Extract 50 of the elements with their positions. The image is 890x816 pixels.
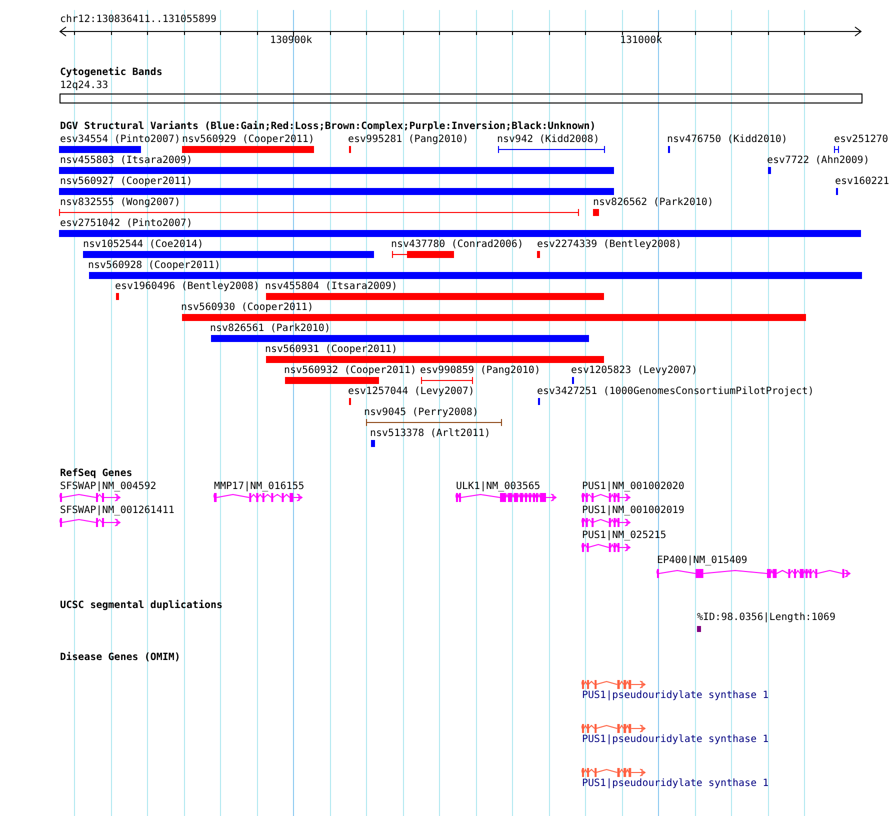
variant-label: esv1205823 (Levy2007): [571, 364, 698, 377]
variant-label: nsv1052544 (Coe2014): [83, 238, 204, 251]
track-title: Cytogenetic Bands: [60, 66, 162, 79]
variant-label: nsv560932 (Cooper2011): [284, 364, 416, 377]
track-title: Disease Genes (OMIM): [60, 651, 180, 664]
variant-label: esv2274339 (Bentley2008): [537, 238, 682, 251]
variant-label: nsv560930 (Cooper2011): [181, 301, 314, 314]
variant-label: esv1257044 (Levy2007): [348, 385, 474, 398]
variant-label: nsv560927 (Cooper2011): [60, 175, 192, 188]
track-title: DGV Structural Variants (Blue:Gain;Red:Loss;Brown:Complex;Purple:Inversion;Black:Unknown): [60, 120, 596, 133]
variant-label: nsv437780 (Conrad2006): [391, 238, 524, 251]
variant-label: esv3427251 (1000GenomesConsortiumPilotProject): [537, 385, 814, 398]
variant-label: nsv942 (Kidd2008): [497, 133, 600, 146]
track-title: RefSeq Genes: [60, 467, 132, 480]
variant-label: nsv476750 (Kidd2010): [667, 133, 788, 146]
disease-gene-label: PUS1|pseudouridylate synthase 1: [582, 733, 769, 746]
variant-label: nsv560931 (Cooper2011): [265, 343, 398, 356]
gene-label: PUS1|NM_025215: [582, 529, 666, 542]
variant-label: nsv9045 (Perry2008): [364, 406, 478, 419]
variant-label: nsv513378 (Arlt2011): [370, 427, 490, 440]
variant-label: nsv826561 (Park2010): [210, 322, 330, 335]
axis-tick-label: 130900k: [270, 34, 312, 47]
duplication-label: %ID:98.0356|Length:1069: [697, 611, 836, 624]
band-label: 12q24.33: [60, 79, 108, 92]
variant-label: esv990859 (Pang2010): [420, 364, 540, 377]
variant-label: nsv832555 (Wong2007): [60, 196, 180, 209]
variant-label: esv34554 (Pinto2007): [60, 133, 180, 146]
variant-label: esv2751042 (Pinto2007): [60, 217, 192, 230]
variant-label: esv160221: [835, 175, 890, 188]
gene-label: EP400|NM_015409: [657, 554, 748, 567]
coordinate-label: chr12:130836411..131055899: [60, 13, 217, 26]
variant-label: nsv560928 (Cooper2011): [88, 259, 220, 272]
variant-label: nsv560929 (Cooper2011): [182, 133, 314, 146]
gene-label: ULK1|NM_003565: [456, 480, 540, 493]
axis-tick-label: 131000k: [620, 34, 662, 47]
gene-label: PUS1|NM_001002020: [582, 480, 684, 493]
track-title: UCSC segmental duplications: [60, 599, 223, 612]
variant-label: esv1960496 (Bentley2008): [115, 280, 260, 293]
variant-label: nsv826562 (Park2010): [593, 196, 714, 209]
gene-label: SFSWAP|NM_001261411: [60, 504, 174, 517]
variant-label: nsv455803 (Itsara2009): [60, 154, 192, 167]
gene-label: SFSWAP|NM_004592: [60, 480, 156, 493]
variant-label: esv7722 (Ahn2009): [767, 154, 870, 167]
gene-label: MMP17|NM_016155: [214, 480, 304, 493]
variant-label: nsv455804 (Itsara2009): [265, 280, 398, 293]
disease-gene-label: PUS1|pseudouridylate synthase 1: [582, 777, 769, 790]
variant-label: esv995281 (Pang2010): [348, 133, 468, 146]
disease-gene-label: PUS1|pseudouridylate synthase 1: [582, 689, 769, 702]
gene-label: PUS1|NM_001002019: [582, 504, 684, 517]
variant-label: esv251270: [834, 133, 888, 146]
